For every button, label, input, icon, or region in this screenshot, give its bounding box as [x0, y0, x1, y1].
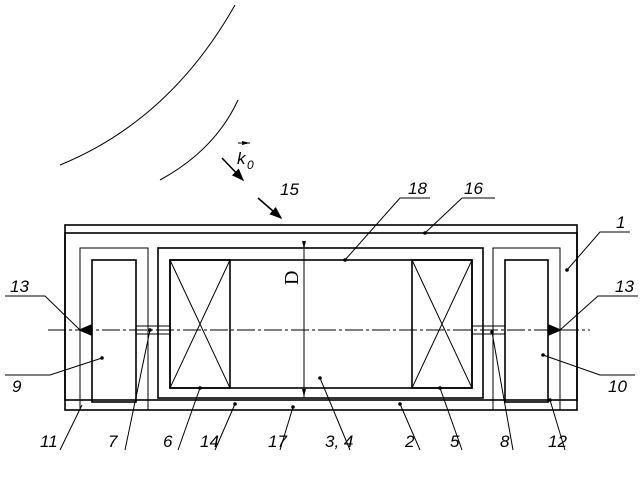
wave-vector-arrow [221, 157, 245, 182]
label-7: 7 [108, 432, 118, 451]
label-1: 1 [616, 213, 625, 232]
label-9: 9 [12, 377, 22, 396]
label-15: 15 [280, 180, 299, 199]
housing-1 [64, 232, 578, 401]
outer-shell-16 [64, 224, 578, 411]
label-D: D [281, 271, 303, 285]
label-k0-sub: 0 [247, 158, 254, 172]
core-3-4 [169, 259, 473, 389]
label-14: 14 [200, 432, 219, 451]
label-k0: k [237, 149, 247, 168]
label-17: 17 [268, 432, 287, 451]
label-6: 6 [163, 432, 173, 451]
sensor-13-left [78, 324, 92, 336]
wave-front-1 [59, 4, 236, 166]
label-8: 8 [500, 432, 510, 451]
filler-right [492, 247, 561, 411]
element-9 [91, 259, 137, 403]
wave-front-2 [159, 99, 239, 181]
label-18: 18 [408, 179, 427, 198]
coil-5 [411, 259, 473, 389]
leader-dots [100, 231, 569, 409]
connector-8 [471, 325, 506, 335]
label-13-right: 13 [615, 277, 634, 296]
element-10 [504, 259, 549, 403]
sensor-13-right [548, 324, 562, 336]
label-12: 12 [548, 432, 567, 451]
label-16: 16 [464, 179, 483, 198]
label-5: 5 [450, 432, 460, 451]
label-10: 10 [608, 377, 627, 396]
filler-left [79, 247, 149, 411]
label-13-left: 13 [10, 277, 29, 296]
coil-6-cross [169, 259, 231, 389]
label-3-4: 3, 4 [325, 432, 353, 451]
cavity-17 [157, 247, 484, 399]
label-2: 2 [404, 432, 415, 451]
label-11: 11 [40, 432, 58, 451]
coil-5-cross [411, 259, 473, 389]
wave-arrow-15 [257, 197, 283, 220]
leader-lines [5, 197, 638, 451]
